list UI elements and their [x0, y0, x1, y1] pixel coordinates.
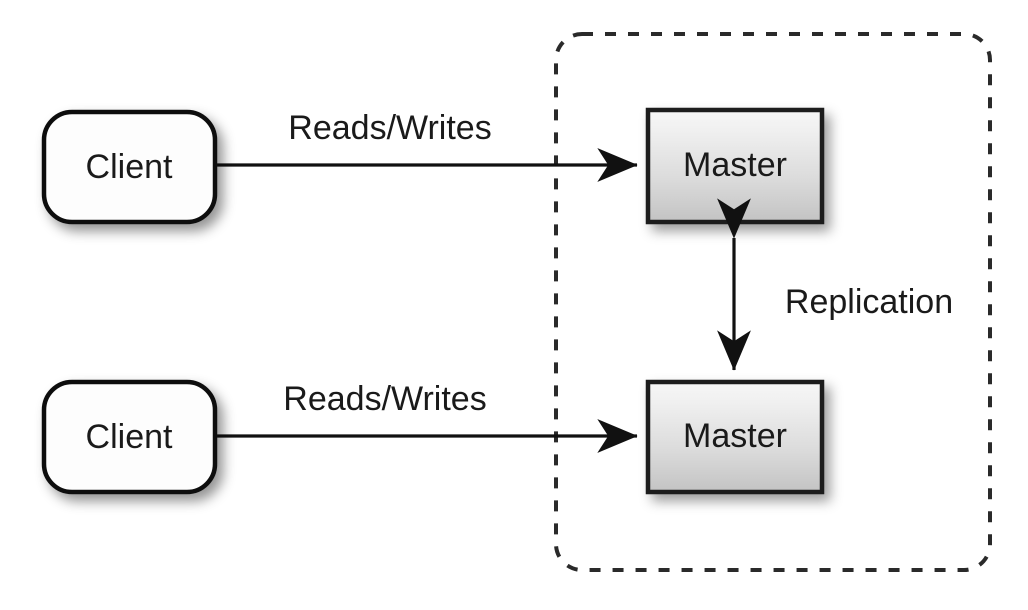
edge-client-bottom-to-master-bottom: Reads/Writes	[216, 380, 638, 453]
client-bottom-shape[interactable]	[41, 379, 218, 495]
edge-label-reads-writes-bottom: Reads/Writes	[283, 380, 486, 418]
client-top-shape[interactable]	[41, 109, 218, 225]
edge-master-replication: Replication	[717, 198, 953, 371]
master-bottom-label: Master	[683, 417, 787, 455]
master-bottom-shape[interactable]	[645, 379, 825, 495]
client-top-label: Client	[86, 148, 173, 186]
edge-label-replication: Replication	[785, 283, 953, 321]
master-top-label: Master	[683, 146, 787, 184]
client-bottom-label: Client	[86, 418, 173, 456]
edge-client-top-to-master-top: Reads/Writes	[216, 109, 638, 182]
node-master-top[interactable]: Master	[645, 107, 825, 225]
edge-label-reads-writes-top: Reads/Writes	[288, 109, 491, 147]
node-client-bottom[interactable]: Client	[41, 379, 218, 495]
node-master-bottom[interactable]: Master	[645, 379, 825, 495]
node-client-top[interactable]: Client	[41, 109, 218, 225]
database-cluster-boundary	[554, 32, 992, 572]
